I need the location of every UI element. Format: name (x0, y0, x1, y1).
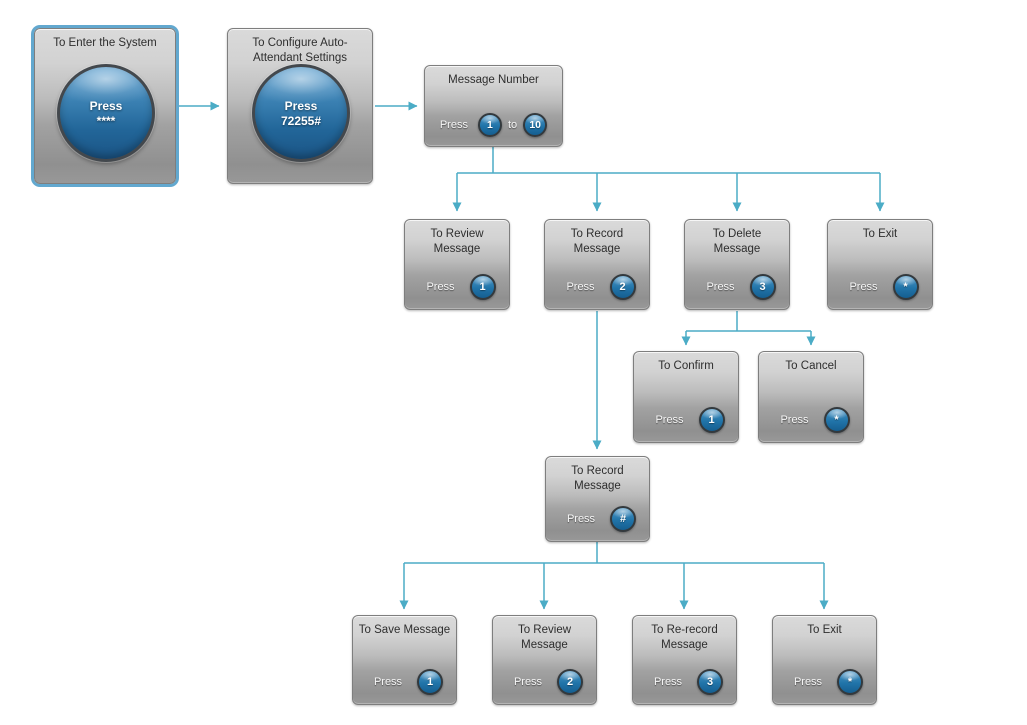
press-value: 72255# (280, 113, 322, 128)
connector-message-number-stem (457, 147, 880, 174)
press-label: Press (793, 676, 823, 688)
big-press-button: Press **** (57, 64, 155, 162)
node-title: To Review Message (517, 624, 572, 651)
node-delete-message[interactable]: To Delete Message Press 3 (684, 219, 790, 310)
press-label: Press (653, 676, 683, 688)
press-row: Press 2 (549, 274, 653, 300)
press-label: Press (426, 281, 455, 293)
press-row: Press * (777, 669, 880, 695)
big-press-button: Press 72255# (252, 64, 350, 162)
to-label: to (507, 119, 518, 131)
node-record-message-1[interactable]: To Record Message Press 2 (544, 219, 650, 310)
keypad-button-1: 1 (698, 407, 725, 433)
press-row: Press 2 (497, 669, 600, 695)
press-label: Press (373, 676, 403, 688)
node-title: To Delete Message (712, 228, 762, 255)
node-title: To Save Message (358, 624, 451, 636)
press-label: Press (655, 414, 684, 426)
node-title: To Confirm (658, 360, 714, 372)
press-row: Press 1 (409, 274, 513, 300)
press-row: Press # (550, 506, 653, 532)
node-enter-system[interactable]: To Enter the System Press **** (34, 28, 176, 184)
press-label: Press (566, 281, 595, 293)
press-value: **** (96, 113, 116, 128)
press-label: Press (513, 676, 543, 688)
node-exit-2[interactable]: To Exit Press * (772, 615, 877, 705)
connector-record-hash-stem (404, 542, 824, 564)
press-label: Press (284, 98, 318, 113)
node-title: To Cancel (785, 360, 837, 372)
node-exit-1[interactable]: To Exit Press * (827, 219, 933, 310)
press-label: Press (849, 281, 878, 293)
node-confirm[interactable]: To Confirm Press 1 (633, 351, 739, 443)
node-title: To Re-record Message (651, 624, 718, 651)
node-message-number[interactable]: Message Number Press 1 to 10 (424, 65, 563, 147)
node-title: To Configure Auto-Attendant Settings (252, 37, 348, 64)
keypad-button-1: 1 (469, 274, 496, 300)
node-review-message-2[interactable]: To Review Message Press 2 (492, 615, 597, 705)
press-label: Press (706, 281, 735, 293)
keypad-button-star: * (892, 274, 919, 300)
keypad-button-star: * (837, 669, 864, 695)
press-label: Press (89, 98, 123, 113)
node-record-message-2[interactable]: To Record Message Press # (545, 456, 650, 542)
node-title: To Review Message (430, 228, 484, 255)
node-title: To Exit (807, 624, 842, 636)
node-cancel[interactable]: To Cancel Press * (758, 351, 864, 443)
press-row: Press 3 (689, 274, 793, 300)
keypad-button-star: * (823, 407, 850, 433)
press-row: Press 1 (357, 669, 460, 695)
press-row: Press 1 to 10 (425, 113, 562, 137)
node-title: Message Number (448, 74, 539, 86)
node-title: To Exit (862, 228, 898, 240)
keypad-button-3: 3 (749, 274, 776, 300)
press-label: Press (566, 513, 596, 525)
keypad-button-2: 2 (557, 669, 584, 695)
keypad-button-1: 1 (417, 669, 444, 695)
keypad-button-3: 3 (697, 669, 724, 695)
press-row: Press 3 (637, 669, 740, 695)
node-save-message[interactable]: To Save Message Press 1 (352, 615, 457, 705)
node-title: To Record Message (570, 228, 624, 255)
node-configure-auto-attendant[interactable]: To Configure Auto-Attendant Settings Pre… (227, 28, 373, 184)
press-row: Press * (832, 274, 936, 300)
press-label: Press (439, 119, 468, 131)
keypad-button-1: 1 (477, 113, 502, 137)
connector-delete-stem (686, 311, 811, 332)
node-title: To Enter the System (53, 37, 157, 49)
press-row: Press * (763, 407, 867, 433)
node-title: To Record Message (571, 465, 624, 492)
press-row: Press 1 (638, 407, 742, 433)
press-label: Press (780, 414, 809, 426)
node-review-message-1[interactable]: To Review Message Press 1 (404, 219, 510, 310)
keypad-button-10: 10 (523, 113, 548, 137)
keypad-button-2: 2 (609, 274, 636, 300)
keypad-button-hash: # (610, 506, 637, 532)
node-re-record-message[interactable]: To Re-record Message Press 3 (632, 615, 737, 705)
